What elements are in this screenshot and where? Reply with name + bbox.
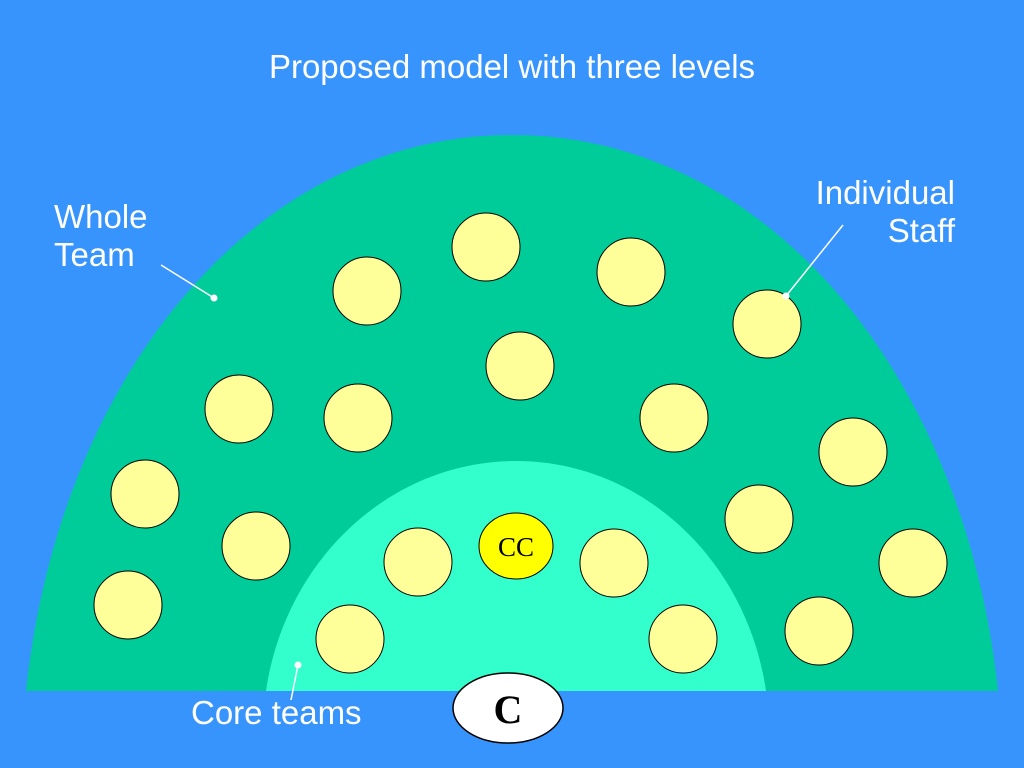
staff-circle [204,374,274,444]
staff-circle [110,459,180,529]
staff-circle [724,484,794,554]
c-node-label: C [494,687,523,732]
staff-circle [383,527,453,597]
whole-team-label-line2: Team [54,236,135,273]
individual-staff-label: Individual Staff [760,174,955,250]
staff-circle [485,331,555,401]
core-teams-leader [290,664,299,701]
staff-circle [323,383,393,453]
whole-team-leader-dot [210,294,218,302]
whole-team-leader [160,264,215,299]
staff-circle [784,596,854,666]
staff-circle [732,289,802,359]
c-node [452,672,564,744]
staff-circle [639,383,709,453]
staff-circle [315,604,385,674]
individual-staff-label-line1: Individual [815,174,955,211]
individual-staff-leader [785,224,844,297]
individual-staff-leader-dot [782,292,790,300]
individual-staff-label-line2: Staff [887,212,955,249]
staff-circle [878,528,948,598]
whole-team-label-line1: Whole [54,198,148,235]
staff-circle [818,417,888,487]
core-teams-leader-dot [294,661,302,669]
staff-circle [596,237,666,307]
core-teams-label: Core teams [191,694,362,731]
cc-node [478,512,554,580]
leader-lines [160,224,844,701]
cc-node-label: CC [498,532,534,562]
staff-circles [93,212,948,674]
staff-circle [451,212,521,282]
staff-circle [221,511,291,581]
diagram-title: Proposed model with three levels [268,48,756,85]
whole-team-label: Whole Team [54,198,148,274]
staff-circle [332,256,402,326]
staff-circle [648,604,718,674]
staff-circle [93,570,163,640]
staff-circle [579,528,649,598]
